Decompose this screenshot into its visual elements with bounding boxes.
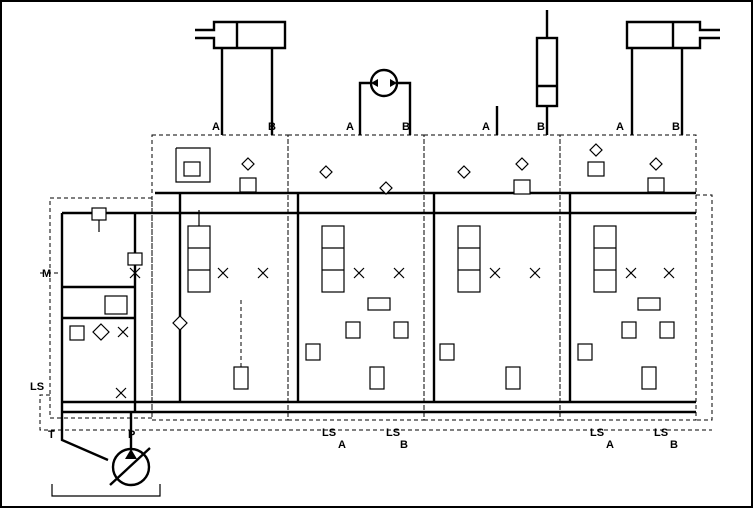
label-t: T (48, 429, 55, 441)
label-p: P (128, 429, 135, 441)
section-4-port-a: A (616, 121, 624, 133)
section-4-bottom-a: A (606, 439, 614, 451)
section-4-bottom-ls: LS (590, 427, 604, 439)
section-2-bottom-a: A (338, 439, 346, 451)
section-1-spool (172, 147, 269, 402)
section-2-bottom-ls: LS (322, 427, 336, 439)
hydraulic-motor (358, 68, 412, 135)
cylinder-2 (495, 10, 559, 135)
section-3-spool (432, 157, 541, 402)
section-2-port-a: A (346, 121, 354, 133)
pump (51, 412, 161, 497)
section-2-bottom-ls2: LS (386, 427, 400, 439)
cylinder-3 (625, 20, 720, 135)
section-2-bottom-b: B (400, 439, 408, 451)
label-m: M (42, 268, 51, 280)
inlet-section-outline (49, 197, 153, 419)
ls-drain-line (39, 394, 712, 431)
section-4-spool (568, 143, 675, 402)
section-2-spool (296, 165, 409, 402)
section-2-port-b: B (402, 121, 410, 133)
section-3-port-b: B (537, 121, 545, 133)
section-1-port-b: B (268, 121, 276, 133)
section-3-port-a: A (482, 121, 490, 133)
section-4-bottom-b: B (670, 439, 678, 451)
section-4-bottom-ls2: LS (654, 427, 668, 439)
section-1-port-a: A (212, 121, 220, 133)
end-cap-outline (696, 194, 713, 421)
section-4-outline (559, 134, 697, 421)
section-4-port-b: B (672, 121, 680, 133)
inlet-module (40, 207, 143, 412)
cylinder-1 (195, 20, 287, 135)
label-ls-inlet: LS (30, 381, 44, 393)
